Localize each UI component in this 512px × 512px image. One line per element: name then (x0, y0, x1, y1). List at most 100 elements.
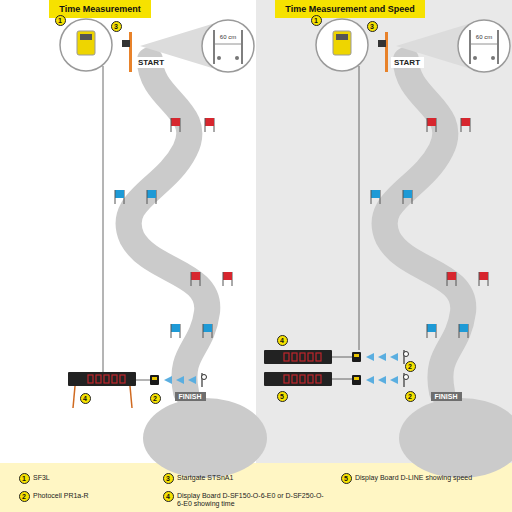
callout-number: 4 (80, 393, 91, 404)
board-leg (73, 386, 75, 408)
led-digit (104, 375, 109, 383)
sensor-icon (473, 56, 477, 60)
panel (60, 19, 267, 478)
cable (359, 66, 360, 350)
flag (147, 190, 156, 198)
display-board (264, 350, 332, 364)
light-beam (176, 376, 184, 384)
sf3l-screen (336, 34, 348, 40)
sf3l-screen (80, 34, 92, 40)
flag (371, 190, 380, 198)
flag (115, 190, 124, 198)
photocell (150, 375, 159, 385)
callout-number: 2 (405, 391, 416, 402)
device-circle (60, 19, 112, 71)
flag-pole (171, 118, 172, 132)
photocell-lens (354, 377, 359, 380)
callout-number: 5 (277, 391, 288, 402)
display-board (264, 372, 332, 386)
led-digit (308, 375, 313, 383)
start-pole (129, 32, 132, 72)
flag (427, 324, 436, 332)
panel-background (256, 0, 512, 463)
finish-area (399, 398, 512, 478)
callout-number: 4 (277, 335, 288, 346)
photocell (352, 352, 361, 362)
cable (332, 357, 352, 358)
sensor-icon (491, 56, 495, 60)
panel-background (0, 0, 256, 463)
course-sign: FINISH (175, 392, 206, 401)
flag-pole (115, 190, 116, 204)
callout-number: 5 (341, 473, 352, 484)
legend-text: Display Board D-LINE showing speed (355, 474, 475, 482)
reflector (202, 375, 207, 380)
flag (171, 324, 180, 332)
callout-number: 2 (150, 393, 161, 404)
ski-slope (385, 60, 464, 392)
dimension-line (471, 44, 497, 45)
flag (461, 118, 470, 126)
photocell (352, 375, 361, 385)
flag-pole (479, 272, 480, 286)
light-beam (390, 353, 398, 361)
flag-pole (427, 118, 428, 132)
node-text: START (138, 58, 164, 67)
light-beam (378, 376, 386, 384)
course-sign: FINISH (431, 392, 462, 401)
sf3l-device (77, 31, 95, 55)
led-digit (112, 375, 117, 383)
flag-pole (191, 272, 192, 286)
led-digit (300, 375, 305, 383)
flag (403, 190, 412, 198)
ski-slope (129, 60, 208, 392)
flag (205, 118, 214, 126)
node-text: Time Measurement and Speed (285, 4, 414, 14)
node-text: START (394, 58, 420, 67)
flag (223, 272, 232, 280)
led-digit (316, 375, 321, 383)
led-digit (300, 353, 305, 361)
gate-post (241, 30, 243, 64)
cable (136, 380, 150, 381)
flag (459, 324, 468, 332)
callout-number: 4 (163, 491, 174, 502)
sensor-icon (217, 56, 221, 60)
dimension-label: 60 cm (219, 34, 237, 41)
reflector (404, 375, 409, 380)
flag (171, 118, 180, 126)
light-beam (366, 353, 374, 361)
flag-pole (205, 118, 206, 132)
course-sign: START (391, 57, 424, 68)
gate-post (469, 30, 471, 64)
gate-post (497, 30, 499, 64)
callout-number: 1 (19, 473, 30, 484)
gate-post (213, 30, 215, 64)
led-digit (120, 375, 125, 383)
flag-pole (459, 324, 460, 338)
light-beam (188, 376, 196, 384)
led-digit (284, 353, 289, 361)
flag (191, 272, 200, 280)
photocell-lens (152, 377, 157, 380)
led-digit (292, 353, 297, 361)
panel (264, 19, 512, 478)
legend-text: Startgate STSnA1 (177, 474, 327, 482)
startgate (378, 40, 386, 47)
header-tab: Time Measurement (49, 0, 151, 18)
course-sign: START (135, 57, 168, 68)
startgate (122, 40, 130, 47)
device-circle (316, 19, 368, 71)
light-beam (164, 376, 172, 384)
callout-number: 1 (311, 15, 322, 26)
callout-number: 3 (111, 21, 122, 32)
flag-pole (461, 118, 462, 132)
board-leg (130, 386, 132, 408)
legend-text: Photocell PR1a-R (33, 492, 153, 500)
callout-number: 3 (367, 21, 378, 32)
legend-text: Display Board D-SF150-O-6-E0 or D-SF250-… (177, 492, 327, 509)
node-text: FINISH (435, 393, 458, 400)
led-digit (284, 375, 289, 383)
led-digit (88, 375, 93, 383)
